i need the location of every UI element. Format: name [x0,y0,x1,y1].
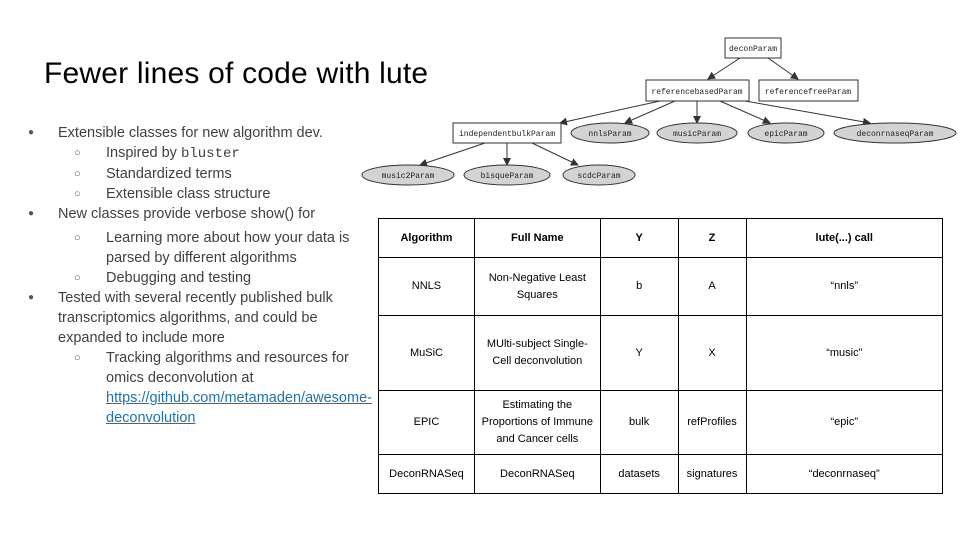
column-header: Z [677,218,747,258]
bullet-item: Extensible classes for new algorithm dev… [28,123,368,143]
sub-bullet-item: Learning more about how your data is par… [28,228,368,268]
table-cell: refProfiles [677,390,747,455]
bullet-item: Tested with several recently published b… [28,288,368,348]
table-cell: “music” [745,315,943,391]
column-header: Y [599,218,679,258]
svg-text:nnlsParam: nnlsParam [588,130,631,139]
svg-text:referencebasedParam: referencebasedParam [651,88,742,97]
table-cell: Y [599,315,679,391]
table-row: NNLS Non-Negative Least Squares b A “nnl… [378,257,943,316]
table-header-row: Algorithm Full Name Y Z lute(...) call [378,218,943,258]
edge [624,100,676,124]
sub-bullet-item: Standardized terms [28,164,368,184]
svg-text:music2Param: music2Param [382,172,435,181]
table-cell: DeconRNASeq [378,454,475,494]
table-cell: b [599,257,679,316]
edge [744,100,871,126]
sub-bullet-item: Inspired by bluster [28,143,368,164]
class-hierarchy-diagram: deconParam referencebasedParam reference… [361,37,957,186]
node-music2Param: music2Param [361,164,455,186]
table-cell: “deconrnaseq” [745,454,943,494]
edge [767,57,799,80]
node-independentbulkParam: independentbulkParam [452,122,562,144]
node-scdcParam: scdcParam [562,164,636,186]
node-referencebasedParam: referencebasedParam [645,79,750,102]
table-cell: datasets [599,454,679,494]
node-deconParam: deconParam [724,37,782,59]
edge [531,142,579,166]
node-bisqueParam: bisqueParam [463,164,551,186]
column-header: Full Name [473,218,601,258]
sub-bullet-item: Extensible class structure [28,184,368,204]
node-epicParam: epicParam [747,122,825,144]
table-cell: MUlti-subject Single-Cell deconvolution [473,315,601,391]
algorithm-table: Algorithm Full Name Y Z lute(...) call N… [378,218,943,494]
table-cell: A [677,257,747,316]
node-deconrnaseqParam: deconrnaseqParam [833,122,957,144]
svg-text:scdcParam: scdcParam [577,172,620,181]
node-referencefreeParam: referencefreeParam [758,79,859,102]
svg-text:epicParam: epicParam [764,130,807,139]
table-cell: NNLS [378,257,475,316]
github-link[interactable]: https://github.com/metamaden/awesome-dec… [106,390,372,426]
table-row: EPIC Estimating the Proportions of Immun… [378,390,943,455]
svg-text:referencefreeParam: referencefreeParam [765,88,852,97]
edge [419,142,486,167]
node-nnlsParam: nnlsParam [570,122,650,144]
edge [707,57,741,80]
bullet-list: Extensible classes for new algorithm dev… [28,123,372,428]
table-cell: MuSiC [378,315,475,391]
table-row: DeconRNASeq DeconRNASeq datasets signatu… [378,454,943,494]
table-cell: “nnls” [745,257,943,316]
column-header: lute(...) call [745,218,943,258]
sub-bullet-item: Debugging and testing [28,268,368,288]
diagram-edges [419,57,871,167]
table-cell: signatures [677,454,747,494]
table-row: MuSiC MUlti-subject Single-Cell deconvol… [378,315,943,391]
svg-text:musicParam: musicParam [673,130,721,139]
sub-bullet-item: Tracking algorithms and resources for om… [28,348,372,428]
bullet-item: New classes provide verbose show() for [28,204,368,224]
table-cell: bulk [599,390,679,455]
svg-text:deconParam: deconParam [729,45,777,54]
svg-text:deconrnaseqParam: deconrnaseqParam [857,130,934,139]
edge [719,100,771,124]
table-cell: Estimating the Proportions of Immune and… [473,390,601,455]
table-cell: “epic” [745,390,943,455]
sub-bullet-text: Tracking algorithms and resources for om… [106,350,349,386]
svg-text:independentbulkParam: independentbulkParam [459,130,555,139]
code-text: bluster [180,146,240,162]
slide-title: Fewer lines of code with lute [44,57,429,90]
edge [559,100,661,126]
node-musicParam: musicParam [656,122,738,144]
table-cell: EPIC [378,390,475,455]
table-cell: DeconRNASeq [473,454,601,494]
column-header: Algorithm [378,218,475,258]
sub-bullet-text: Inspired by [106,145,181,161]
svg-text:bisqueParam: bisqueParam [481,172,534,181]
table-cell: Non-Negative Least Squares [473,257,601,316]
table-cell: X [677,315,747,391]
